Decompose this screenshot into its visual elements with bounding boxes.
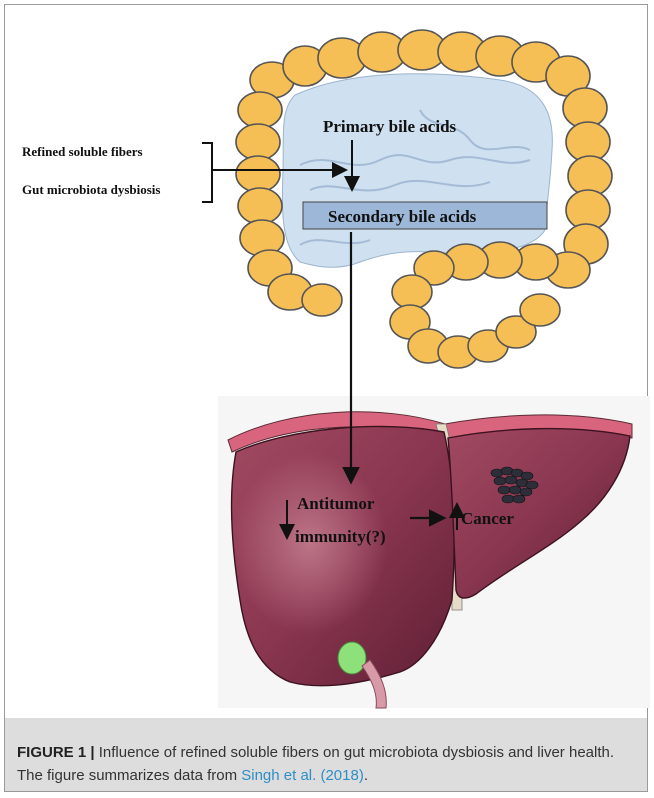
antitumor-label: Antitumor [297,494,375,513]
cancer-label: Cancer [461,509,514,528]
primary-bile-acids-label: Primary bile acids [323,117,457,136]
figure-caption: FIGURE 1 | Influence of refined soluble … [17,741,637,787]
dysbiosis-label: Gut microbiota dysbiosis [22,182,160,197]
diagram: Refined soluble fibers Gut microbiota dy… [0,0,654,718]
reference-link[interactable]: Singh et al. (2018) [241,767,364,784]
secondary-bile-acids-label: Secondary bile acids [328,207,477,226]
caption-period: . [364,767,368,784]
gallbladder [338,642,366,674]
figure-label: FIGURE 1 | [17,744,95,761]
left-bracket [202,143,212,202]
refined-fibers-label: Refined soluble fibers [22,144,143,159]
immunity-label: immunity(?) [295,527,386,546]
